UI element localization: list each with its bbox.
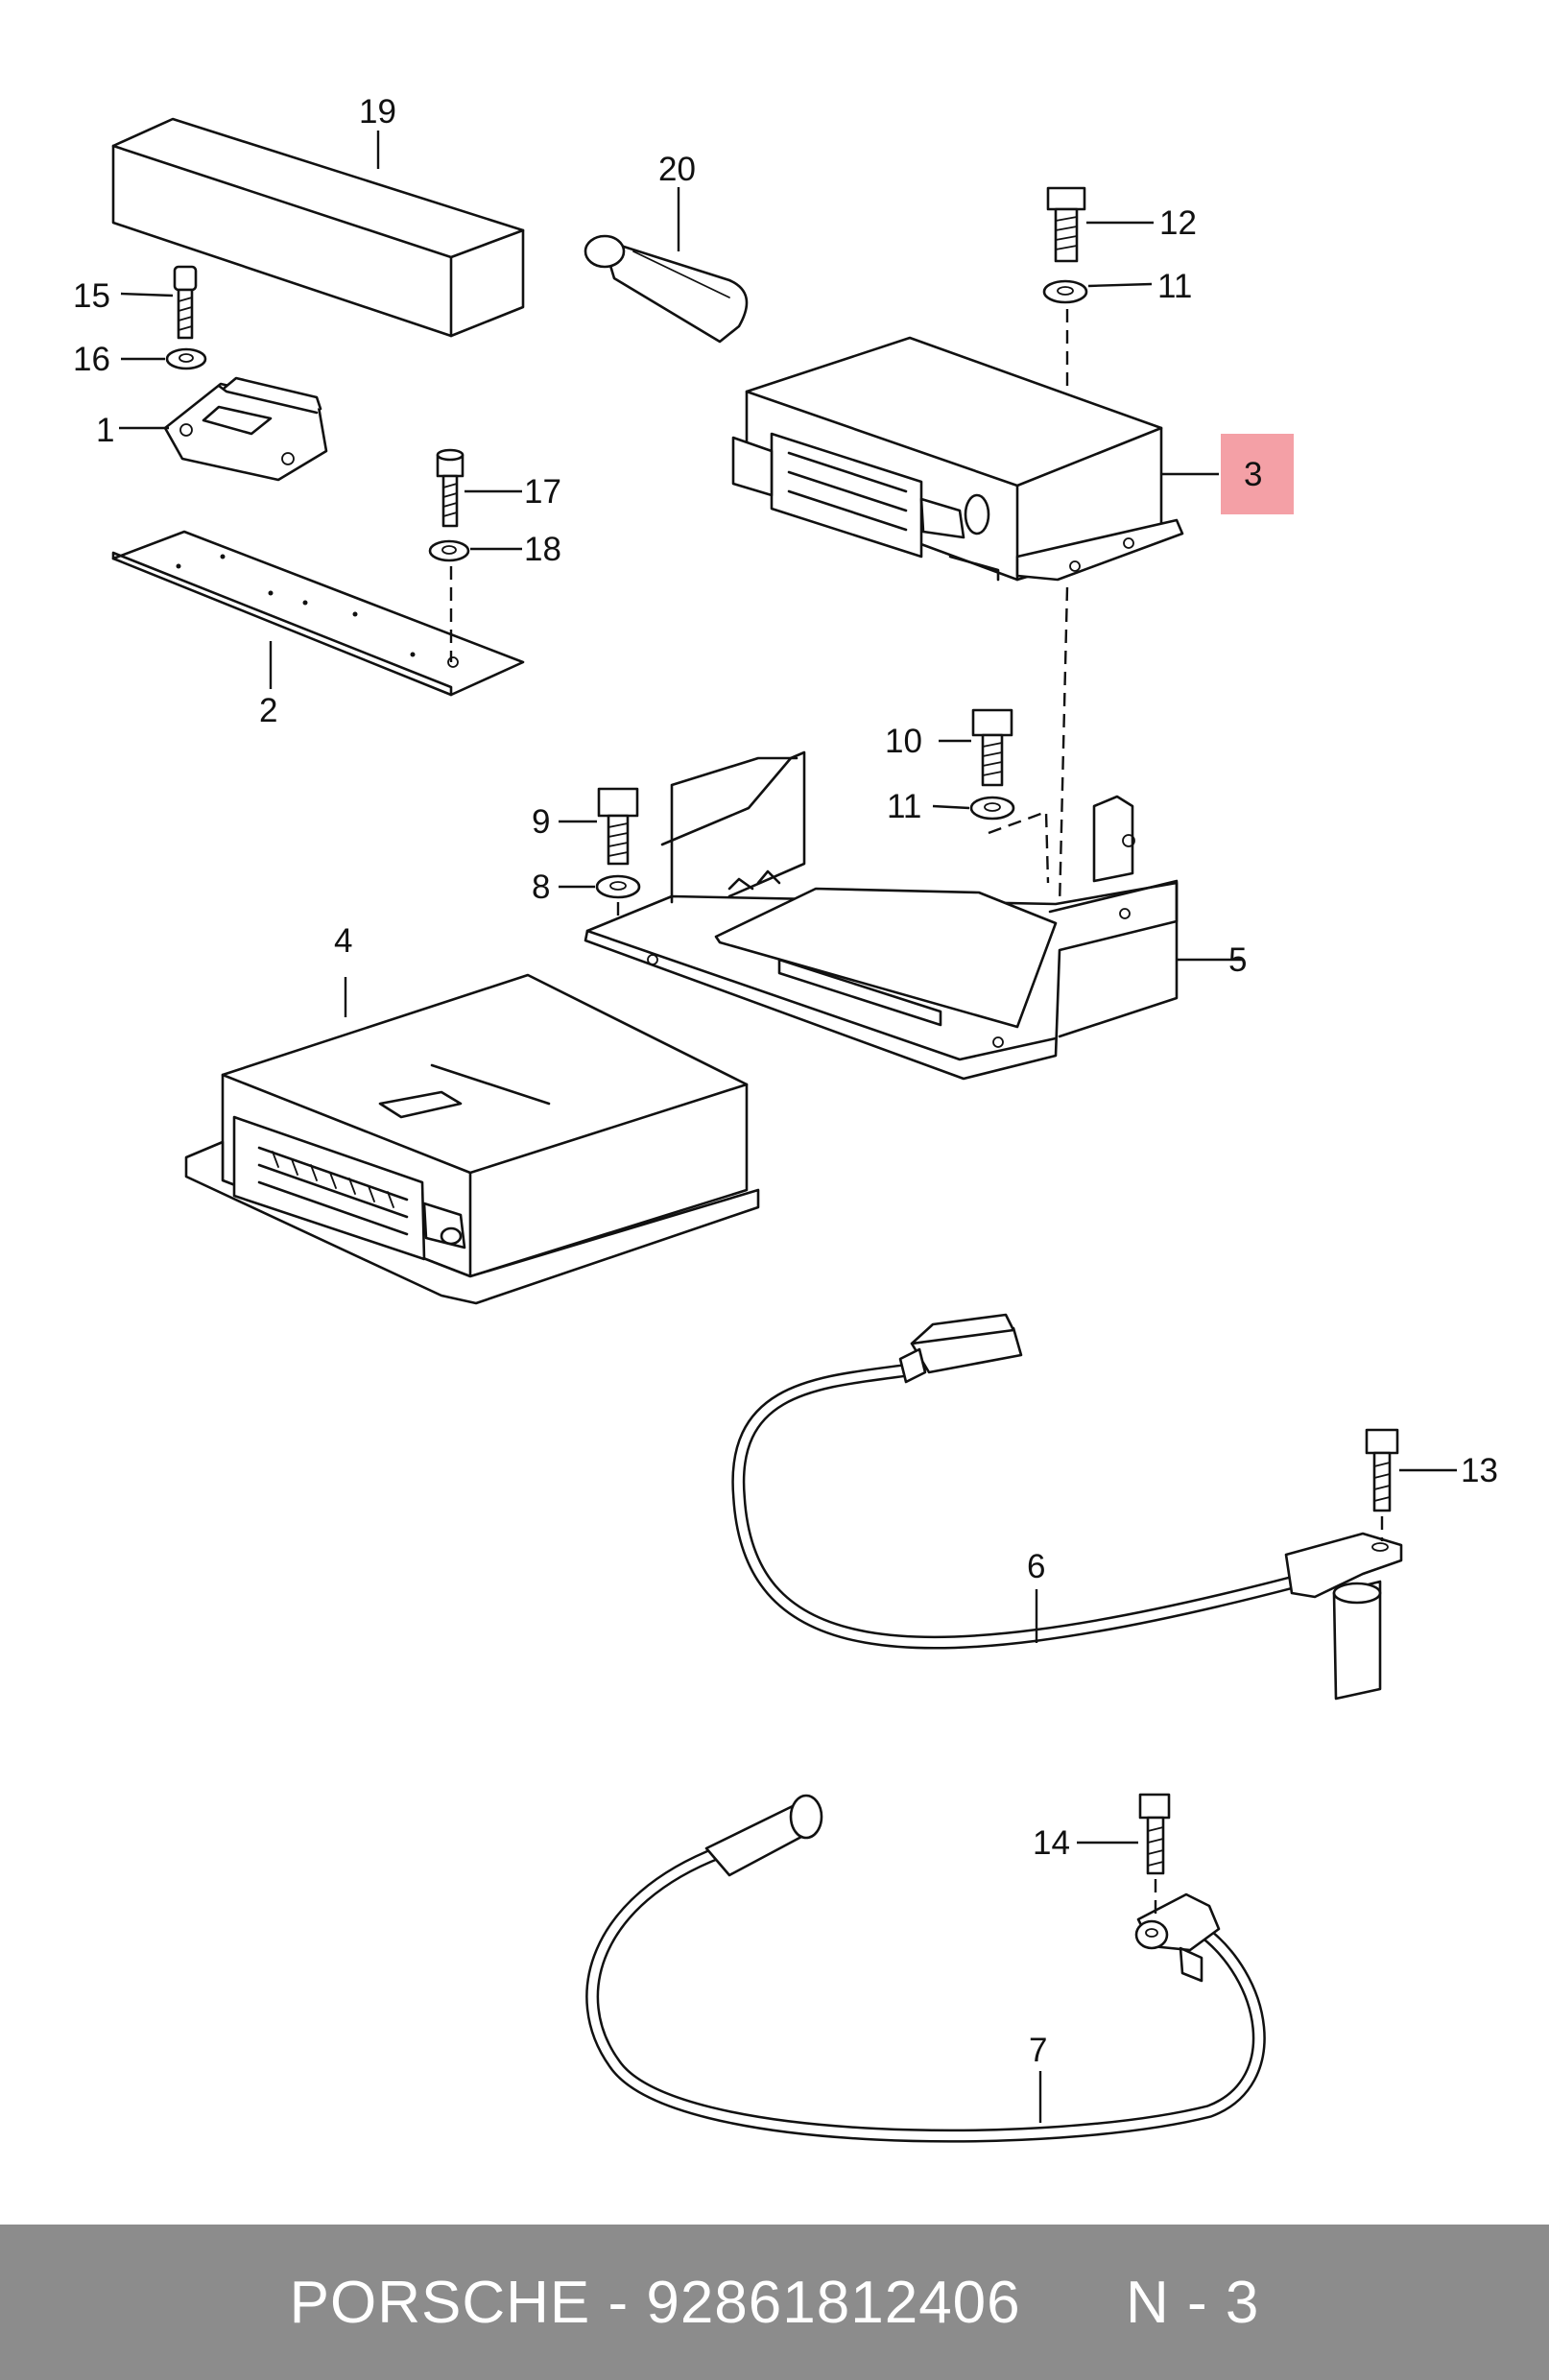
part-6-sensor [731,1313,1403,1701]
callout-15: 15 [73,277,110,315]
callout-7: 7 [1029,2032,1047,2069]
callout-11: 11 [887,788,921,825]
callout-1: 1 [96,412,114,449]
callout-19: 19 [359,93,396,131]
part-12-bolt [1046,186,1086,263]
part-10-bolt [971,708,1013,787]
highlight-box-3 [1221,434,1294,514]
callout-11-top: 11 [1157,268,1192,305]
callout-4: 4 [334,922,352,960]
callout-20: 20 [658,151,696,188]
part-16-washer [165,347,207,370]
part-1-module [163,376,328,482]
part-13-screw [1365,1428,1399,1512]
part-19-foam-block [111,117,525,338]
callout-6: 6 [1027,1548,1045,1585]
callout-16: 16 [73,341,110,378]
footer-part-number: PORSCHE - 92861812406 N - 3 [289,2269,1260,2336]
callout-12: 12 [1159,204,1197,242]
callout-17: 17 [524,473,561,511]
assembly-line-10 [988,810,1050,884]
part-17-screw [436,448,465,528]
part-5-bracket [584,750,1179,1081]
callout-9: 9 [532,803,550,841]
part-14-screw [1138,1793,1171,1875]
parts-diagram: 19 20 15 16 1 2 17 18 12 11 3 10 11 9 8 … [73,93,1498,2143]
part-4-control-unit [184,973,760,1305]
callout-5: 5 [1228,941,1247,979]
assembly-line-3-5 [1058,586,1069,908]
part-20-tube [584,234,749,344]
footer-bar: PORSCHE - 92861812406 N - 3 [0,2225,1549,2380]
callout-labels: 19 20 15 16 1 2 17 18 12 11 3 10 11 9 8 … [73,93,1498,2069]
leader-lines [119,131,1457,2123]
callout-3: 3 [1244,456,1262,493]
part-11-washer [969,796,1015,821]
part-9-bolt [597,787,639,866]
part-15-screw [173,265,198,340]
callout-13: 13 [1461,1452,1498,1489]
part-7-sensor [585,1794,1266,2143]
part-8-washer [595,874,641,899]
part-3-control-unit [731,336,1184,582]
callout-2: 2 [259,692,277,729]
callout-10: 10 [885,723,922,760]
callout-14: 14 [1033,1824,1070,1862]
part-11-washer-top [1042,279,1088,304]
part-2-plate [111,530,525,697]
callout-18: 18 [524,531,561,568]
callout-8: 8 [532,869,550,906]
part-18-washer [428,539,470,562]
